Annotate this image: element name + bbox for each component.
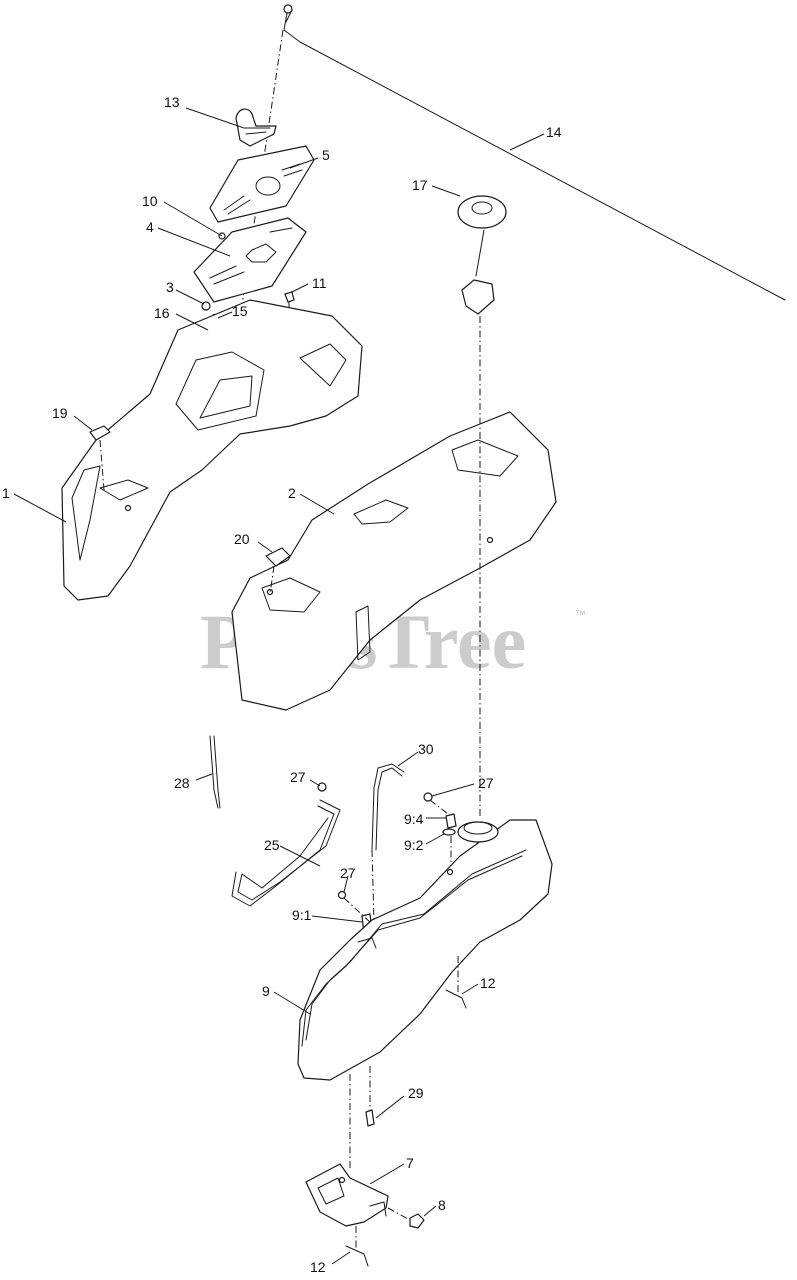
leader-lines	[13, 107, 545, 1265]
part-30-hose[interactable]	[371, 763, 405, 923]
callout-9-4: 9:4	[404, 811, 424, 827]
part-9-tank[interactable]	[297, 819, 553, 1081]
part-8-nut[interactable]	[387, 1207, 425, 1229]
callout-27-hose: 27	[290, 769, 306, 785]
callout-12-lower: 12	[310, 1259, 326, 1275]
callout-3: 3	[166, 279, 174, 295]
callout-28: 28	[174, 775, 190, 791]
callout-9-1: 9:1	[292, 907, 312, 923]
part-13-knob[interactable]	[235, 108, 277, 147]
callout-25: 25	[264, 837, 280, 853]
callout-labels: 13 14 5 17 10 4 3 11 16 15 19 1 2 20 30 …	[2, 94, 562, 1275]
part-17-fuel-cap[interactable]	[457, 195, 507, 315]
callout-11: 11	[312, 275, 327, 291]
part-25-hose[interactable]	[231, 799, 341, 907]
callout-19: 19	[52, 405, 68, 421]
callout-7: 7	[406, 1155, 414, 1171]
watermark-trademark: ™	[575, 609, 586, 621]
callout-9: 9	[262, 983, 270, 999]
callout-2: 2	[288, 485, 296, 501]
fittings[interactable]	[317, 782, 457, 935]
part-29-fastener[interactable]	[365, 1066, 375, 1127]
part-28-tie[interactable]	[209, 735, 221, 809]
callout-13: 13	[164, 94, 180, 110]
part-12-clip-lower[interactable]	[345, 1226, 369, 1267]
part-5-plate[interactable]	[209, 145, 315, 223]
callout-1: 1	[2, 485, 10, 501]
callout-30: 30	[418, 741, 434, 757]
callout-20: 20	[234, 531, 250, 547]
callout-8: 8	[438, 1197, 446, 1213]
callout-9-2: 9:2	[404, 837, 424, 853]
callout-27-lower: 27	[340, 865, 356, 881]
part-1-housing[interactable]	[61, 299, 363, 601]
callout-29: 29	[408, 1085, 424, 1101]
part-7-bracket[interactable]	[305, 1163, 389, 1227]
callout-12-upper: 12	[480, 975, 496, 991]
part-4-plate[interactable]	[193, 217, 307, 303]
part-19-cap[interactable]	[89, 425, 111, 491]
callout-27-fitting: 27	[478, 775, 494, 791]
callout-17: 17	[412, 177, 428, 193]
part-12-clip[interactable]	[445, 956, 467, 1009]
callout-4: 4	[146, 219, 154, 235]
callout-15: 15	[232, 303, 248, 319]
part-20-cap[interactable]	[265, 547, 291, 595]
callout-14: 14	[546, 124, 562, 140]
callout-5: 5	[322, 147, 330, 163]
callout-10: 10	[142, 193, 158, 209]
callout-16: 16	[154, 305, 170, 321]
part-2-housing[interactable]	[231, 411, 557, 711]
